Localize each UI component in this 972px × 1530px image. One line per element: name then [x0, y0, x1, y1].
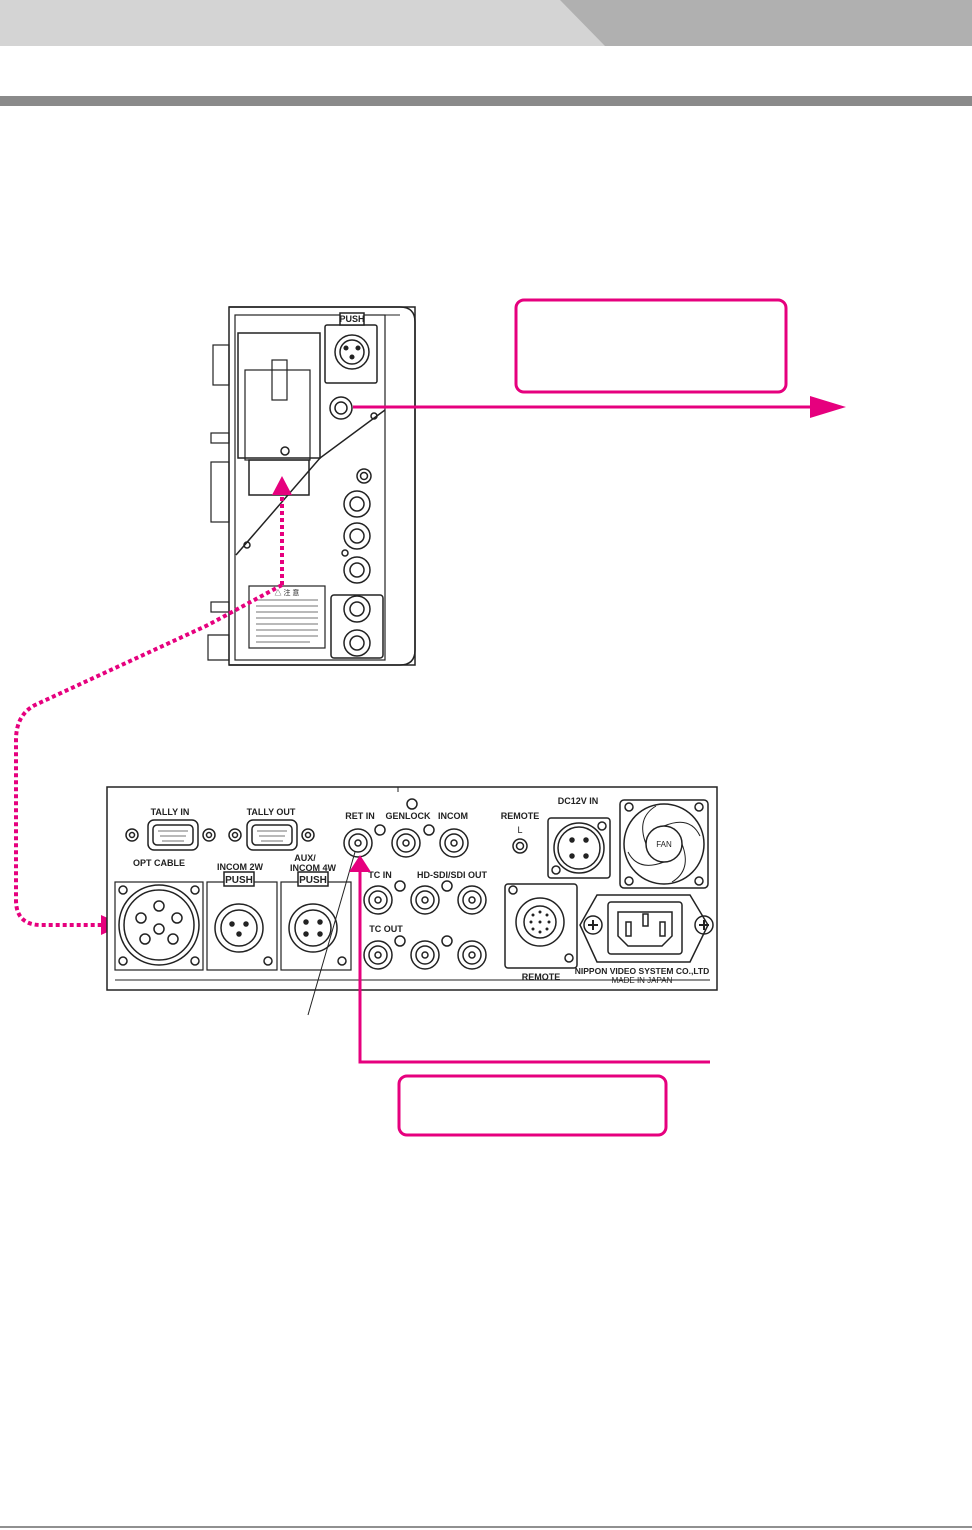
label-remote-bottom: REMOTE — [522, 972, 561, 982]
callout-box-bottom — [397, 1074, 668, 1137]
label-hd-sdi-out: HD-SDI/SDI OUT — [417, 870, 488, 880]
warning-label-title: △ 注 意 — [275, 588, 300, 597]
ccu-rear-panel — [106, 786, 718, 991]
push-label-2w: PUSH — [225, 875, 253, 886]
header-band — [0, 0, 972, 106]
label-remote-led: L — [517, 825, 522, 835]
label-tally-in: TALLY IN — [151, 807, 190, 817]
label-ret-in: RET IN — [345, 811, 375, 821]
leader-line-ret-in — [307, 851, 356, 1016]
label-maker: NIPPON VIDEO SYSTEM CO.,LTD — [575, 966, 709, 976]
arrow-head-up-ret — [349, 855, 371, 872]
label-remote-top: REMOTE — [501, 811, 540, 821]
label-tc-out: TC OUT — [369, 924, 403, 934]
label-tally-out: TALLY OUT — [247, 807, 296, 817]
label-made-in: MADE IN JAPAN — [612, 976, 673, 985]
arrow-head-right — [810, 396, 846, 418]
adapter-push-label: PUSH — [339, 314, 364, 324]
label-fan: FAN — [656, 840, 672, 849]
label-incom: INCOM — [438, 811, 468, 821]
label-tc-in: TC IN — [368, 870, 392, 880]
label-incom-2w: INCOM 2W — [217, 862, 264, 872]
label-incom-4w: INCOM 4W — [290, 863, 337, 873]
label-dc12v-in: DC12V IN — [558, 796, 599, 806]
label-opt-cable: OPT CABLE — [133, 858, 185, 868]
label-genlock: GENLOCK — [386, 811, 432, 821]
label-aux: AUX/ — [294, 853, 316, 863]
arrow-to-ret-in — [358, 870, 710, 1064]
arrow-head-up — [272, 476, 292, 495]
push-label-4w: PUSH — [299, 875, 327, 886]
opt-cable-dotted-path — [14, 583, 283, 927]
callout-box-top — [514, 298, 788, 394]
camera-adapter — [207, 306, 416, 666]
